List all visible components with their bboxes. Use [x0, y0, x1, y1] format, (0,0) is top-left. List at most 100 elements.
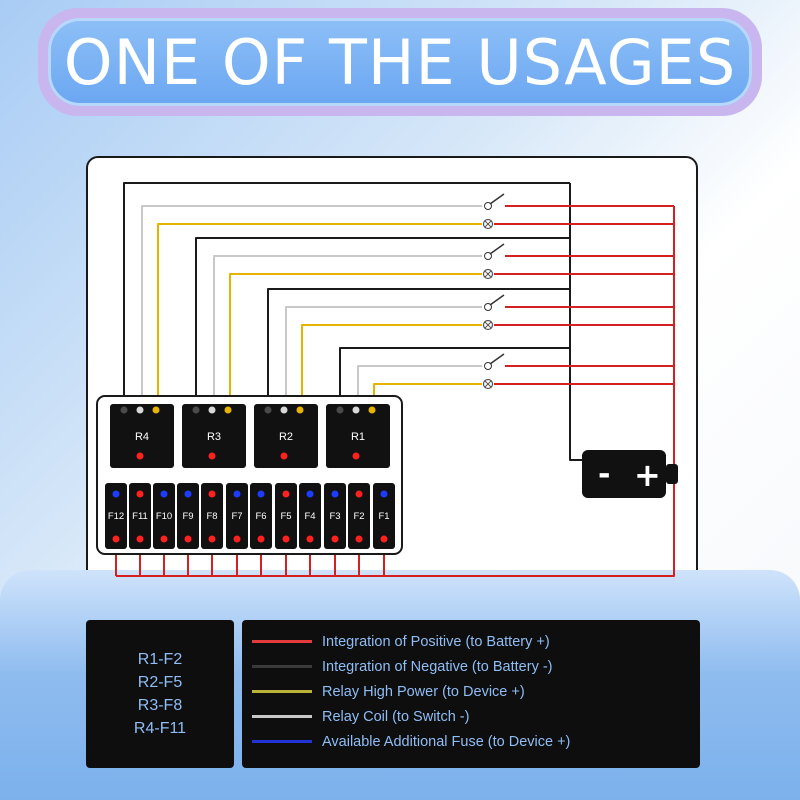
relay-pin-power	[152, 406, 160, 414]
fuse-pin-additional	[331, 490, 339, 498]
fuse-label: F5	[280, 511, 291, 522]
negative-wire	[505, 238, 571, 257]
fuse-label: F2	[353, 511, 364, 522]
relay-pin-coil	[352, 406, 360, 414]
fuse-pin-relay	[136, 490, 144, 498]
wire-legend: Integration of Positive (to Battery +) I…	[242, 620, 700, 768]
fuse-pin-additional	[112, 490, 120, 498]
negative-wire	[267, 288, 570, 410]
relay-pin-output	[352, 452, 360, 460]
fuse-label: F6	[255, 511, 266, 522]
legend-swatch	[252, 740, 312, 743]
lamp-cross	[484, 220, 492, 228]
legend-row-negative: Integration of Negative (to Battery -)	[252, 654, 553, 679]
relay-body	[326, 404, 390, 468]
fuse-body	[105, 483, 127, 549]
fuse-pin-relay	[208, 490, 216, 498]
fuse-pin-additional	[233, 490, 241, 498]
negative-wire	[123, 182, 570, 410]
relay-pin-coil	[280, 406, 288, 414]
negative-wire	[505, 289, 571, 308]
fuse-pin-additional	[184, 490, 192, 498]
fuse-body	[153, 483, 175, 549]
legend-swatch	[252, 715, 312, 718]
fuse-pin-additional	[160, 490, 168, 498]
relay-label: R1	[351, 431, 365, 443]
battery-terminal	[666, 464, 678, 484]
relay-pin-output	[136, 452, 144, 460]
relay-label: R4	[135, 431, 149, 443]
coil-wire	[141, 205, 482, 410]
switch-contact	[484, 303, 492, 311]
negative-wire	[569, 183, 582, 461]
wires	[115, 182, 675, 577]
mapping-item: R1-F2	[137, 651, 183, 668]
positive-wire	[116, 206, 675, 577]
fuse-pin-relay	[282, 490, 290, 498]
lamp-cross	[484, 321, 492, 329]
fuse-body	[177, 483, 199, 549]
fuse-body	[129, 483, 151, 549]
legend-swatch	[252, 640, 312, 643]
fuse-pin-additional	[380, 490, 388, 498]
mapping-item: R3-F8	[137, 697, 183, 714]
legend-label: Relay High Power (to Device +)	[322, 683, 525, 700]
switch-contact	[484, 252, 492, 260]
fuse-label: F9	[182, 511, 193, 522]
battery-negative-label: -	[598, 457, 610, 492]
fuse-pin-relay	[355, 490, 363, 498]
fuse-body	[226, 483, 248, 549]
fuse-pin-bus	[380, 535, 388, 543]
fuse-label: F3	[329, 511, 340, 522]
fuse-pin-bus	[233, 535, 241, 543]
fuse-body	[348, 483, 370, 549]
negative-wire	[505, 183, 571, 207]
battery-body	[582, 450, 666, 498]
fuse-pin-bus	[184, 535, 192, 543]
battery: - +	[582, 450, 678, 498]
relay-label: R2	[279, 431, 293, 443]
legend-row-high-power: Relay High Power (to Device +)	[252, 679, 525, 704]
fuse-pin-bus	[331, 535, 339, 543]
fuse-label: F8	[206, 511, 217, 522]
relay-pin-power	[368, 406, 376, 414]
relay-pin-negative	[336, 406, 344, 414]
relay-pin-negative	[264, 406, 272, 414]
fuse-body	[299, 483, 321, 549]
fuse-pin-additional	[306, 490, 314, 498]
high-power-wire	[229, 273, 482, 410]
legend-row-coil: Relay Coil (to Switch -)	[252, 704, 470, 729]
title-banner: ONE OF THE USAGES	[38, 8, 762, 116]
lamp-cross	[484, 380, 492, 388]
fuse-label: F4	[304, 511, 315, 522]
battery-positive-label: +	[634, 456, 661, 494]
fuse-pin-bus	[208, 535, 216, 543]
switch-contact	[484, 202, 492, 210]
legend-label: Integration of Negative (to Battery -)	[322, 658, 553, 675]
switch-lever	[489, 193, 505, 205]
legend-row-positive: Integration of Positive (to Battery +)	[252, 629, 550, 654]
legend-label: Relay Coil (to Switch -)	[322, 708, 470, 725]
relay-pin-output	[280, 452, 288, 460]
mapping-item: R2-F5	[137, 674, 183, 691]
relay-label: R3	[207, 431, 221, 443]
relay-pin-coil	[208, 406, 216, 414]
relay-fuse-mapping: R1-F2 R2-F5 R3-F8 R4-F11	[86, 620, 234, 768]
page-title: ONE OF THE USAGES	[63, 25, 737, 99]
fuse-pin-bus	[282, 535, 290, 543]
fuse-label: F10	[156, 511, 172, 522]
relay-pin-power	[296, 406, 304, 414]
fuse-body	[373, 483, 395, 549]
high-power-wire	[157, 223, 482, 410]
relay-pin-output	[208, 452, 216, 460]
fuse-label: F7	[231, 511, 242, 522]
fuse-body	[324, 483, 346, 549]
relay-pin-negative	[192, 406, 200, 414]
fuse-body	[250, 483, 272, 549]
fuse-label: F12	[108, 511, 124, 522]
title-banner-inner: ONE OF THE USAGES	[48, 18, 752, 106]
fuse-pin-bus	[355, 535, 363, 543]
fuse-pin-additional	[257, 490, 265, 498]
